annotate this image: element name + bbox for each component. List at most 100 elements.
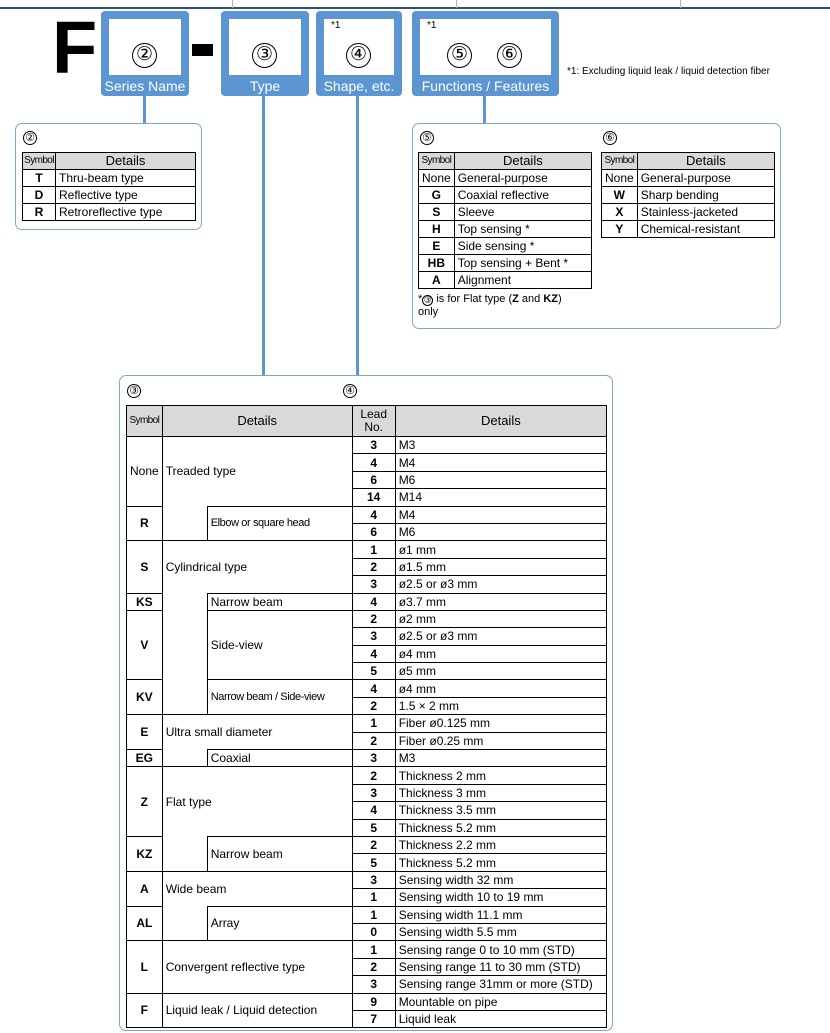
lead-details: Liquid leak [394,1009,608,1029]
type-subtype: Elbow or square head [206,505,353,542]
top-rule-tick [456,0,457,8]
type-symbol: AL [126,905,163,942]
col-details: Details [636,152,776,170]
lead-no: 7 [351,1009,396,1029]
lead-no: 2 [351,609,396,629]
lead-no: 2 [351,766,396,785]
functions-label: Functions / Features [421,78,550,94]
lead-details: M14 [394,488,608,507]
lead-details: M4 [394,453,608,472]
col-symbol: Symbol [601,152,638,170]
lead-no: 4 [351,505,396,524]
lead-details: ø5 mm [394,662,608,681]
type-indent [161,610,208,680]
series-panel-marker: ② [23,131,37,145]
lead-no: 6 [351,522,396,542]
type-indent [161,593,208,611]
functions-footnote-mark: *1 [427,20,437,31]
lead-no: 6 [351,470,396,490]
type-symbol: A [126,870,163,907]
functions-panel-marker: ⑤ [420,131,434,145]
lead-details: Sensing range 31mm or more (STD) [394,975,608,994]
lead-no: 4 [351,644,396,664]
model-prefix: F [52,6,98,89]
shape-box: *1 ④ Shape, etc. [316,11,402,96]
lead-details: Thickness 2 mm [394,766,608,785]
type-indent [161,679,208,716]
lead-no: 3 [351,627,396,646]
series-number: ② [132,43,157,68]
lead-no: 9 [351,992,396,1011]
type-symbol: Z [126,766,163,837]
lead-no: 3 [351,783,396,803]
type-indent [161,906,208,942]
lead-no: 3 [351,435,396,455]
lead-no: 14 [351,488,396,507]
type-symbol: V [126,609,163,681]
type-symbol: R [126,505,163,542]
shape-label: Shape, etc. [323,78,395,94]
type-box: ③ Type [221,11,309,96]
lead-no: 2 [351,835,396,855]
lead-no: 1 [351,888,396,907]
lead-details: Fiber ø0.25 mm [394,731,608,751]
type-panel-marker: ③ [127,384,141,398]
lead-no: 3 [351,749,396,768]
type-symbol: S [126,540,163,594]
lead-details: ø3.7 mm [394,592,608,611]
col-details-2: Details [394,405,608,437]
lead-no: 1 [351,905,396,924]
type-name: Flat type [161,766,353,837]
type-name: Cylindrical type [161,540,353,594]
lead-no: 4 [351,592,396,611]
type-indent [161,506,208,542]
lead-details: Sensing range 0 to 10 mm (STD) [394,940,608,959]
type-subtype: Coaxial [206,749,353,768]
lead-no: 5 [351,853,396,872]
top-rule-tick [680,0,681,8]
excluding-footnote: *1: Excluding liquid leak / liquid detec… [567,66,770,77]
lead-details: Mountable on pipe [394,992,608,1011]
type-indent [161,749,208,768]
type-symbol: None [126,436,163,507]
lead-no: 3 [351,975,396,994]
lead-details: M3 [394,435,608,455]
col-details: Details [453,152,593,170]
type-symbol: F [126,992,163,1029]
lead-no: 0 [351,922,396,942]
lead-no: 1 [351,714,396,733]
type-indent [161,836,208,872]
lead-details: ø1.5 mm [394,557,608,577]
shape-footnote-mark: *1 [331,20,341,31]
lead-no: 3 [351,870,396,890]
lead-details: Thickness 5.2 mm [394,853,608,872]
lead-details: ø4 mm [394,644,608,664]
type-name: Convergent reflective type [161,940,353,994]
lead-details: Sensing width 32 mm [394,870,608,890]
features-number: ⑥ [497,43,522,68]
type-number: ③ [252,43,277,68]
connector-series [143,96,146,123]
